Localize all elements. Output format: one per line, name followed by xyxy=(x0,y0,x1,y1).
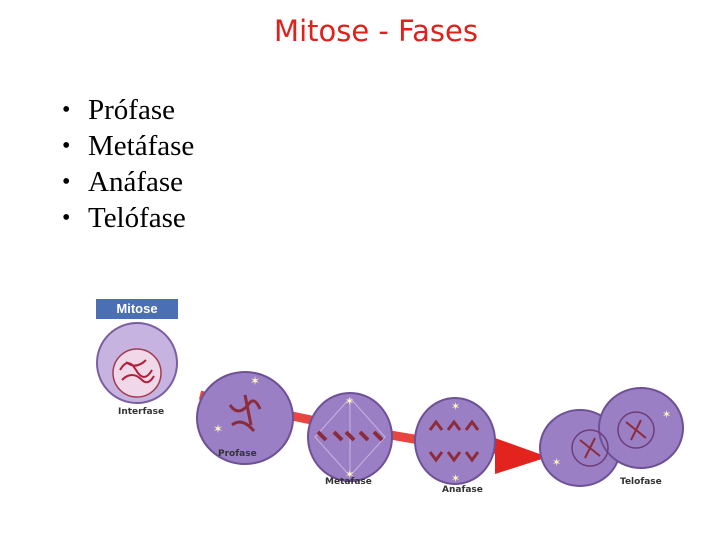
mitose-badge: Mitose xyxy=(96,299,178,319)
label-anafase: Anafase xyxy=(442,485,483,495)
cell-interfase xyxy=(96,322,178,404)
bullet-icon: • xyxy=(62,205,71,231)
cell-metafase: ✶ ✶ xyxy=(307,392,393,482)
mitosis-diagram: ✶ ✶ ✶ ✶ ✶ ✶ ✶ ✶ xyxy=(96,322,684,487)
label-metafase: Metafase xyxy=(325,477,372,487)
bullet-icon: • xyxy=(62,169,71,195)
label-profase: Profase xyxy=(218,449,257,459)
label-interfase: Interfase xyxy=(118,407,165,417)
svg-text:✶: ✶ xyxy=(451,473,460,485)
slide-title: Mitose - Fases xyxy=(274,14,478,48)
cell-telofase: ✶ ✶ xyxy=(539,387,684,487)
cell-profase: ✶ ✶ xyxy=(196,371,294,465)
svg-text:✶: ✶ xyxy=(552,457,561,469)
svg-text:✶: ✶ xyxy=(345,396,354,408)
svg-text:✶: ✶ xyxy=(250,374,260,388)
svg-text:✶: ✶ xyxy=(662,409,671,421)
label-telofase: Telofase xyxy=(620,477,662,487)
svg-text:✶: ✶ xyxy=(345,469,354,481)
svg-text:✶: ✶ xyxy=(451,401,460,413)
bullet-icon: • xyxy=(62,133,71,159)
bullet-icon: • xyxy=(62,97,71,123)
svg-text:✶: ✶ xyxy=(213,422,223,436)
cell-anafase: ✶ ✶ xyxy=(414,397,496,485)
